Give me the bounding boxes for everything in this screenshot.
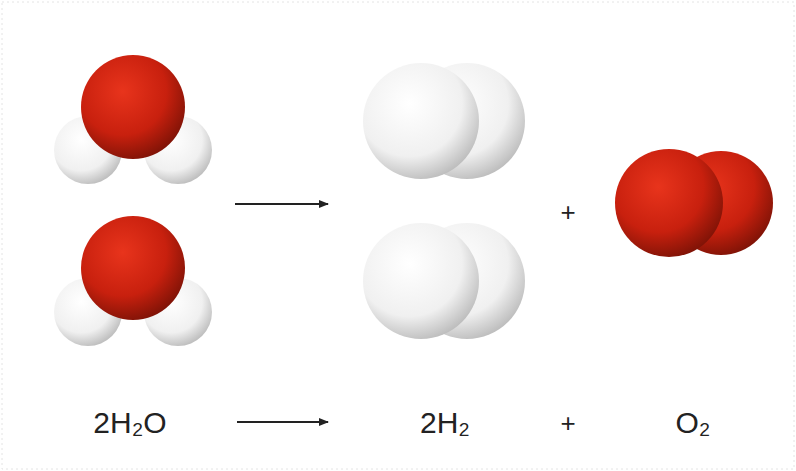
oxygen-molecule <box>615 149 773 257</box>
plus-sign: + <box>560 199 575 225</box>
water-molecule <box>54 216 212 346</box>
water-molecule <box>54 55 212 184</box>
hydrogen-molecule <box>363 223 525 339</box>
hydrogen-molecule <box>363 63 525 179</box>
reaction-arrow <box>235 203 328 205</box>
formula-label: 2H₂O <box>93 408 166 438</box>
formula-label: O₂ <box>676 408 711 438</box>
plus-sign: + <box>560 410 575 436</box>
formula-label: 2H₂ <box>420 408 470 438</box>
reaction-arrow <box>237 421 328 423</box>
